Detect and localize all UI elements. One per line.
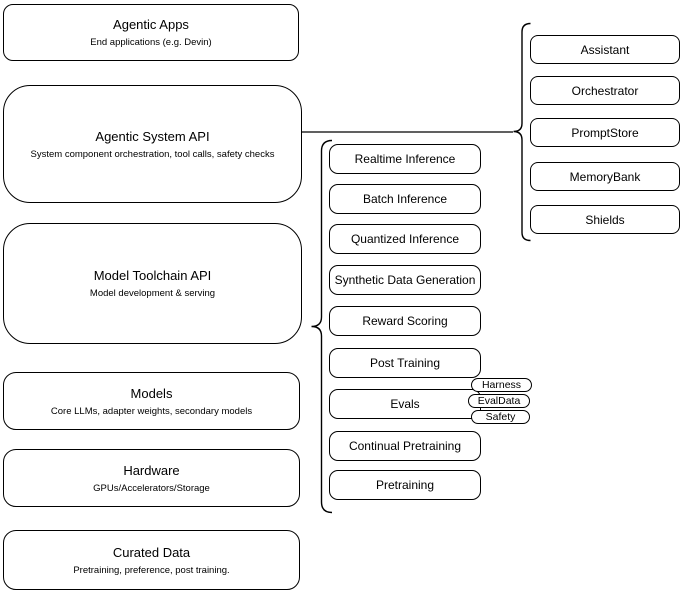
- system-component-promptstore: PromptStore: [530, 118, 680, 147]
- layer-title: Hardware: [123, 462, 180, 478]
- toolchain-service-post-training: Post Training: [329, 348, 481, 378]
- layer-subtitle: System component orchestration, tool cal…: [30, 148, 275, 160]
- toolchain-service-batch-inference: Batch Inference: [329, 184, 481, 214]
- system-component-orchestrator: Orchestrator: [530, 76, 680, 105]
- toolchain-service-realtime-inference: Realtime Inference: [329, 144, 481, 174]
- system-group-brace: [513, 22, 531, 242]
- system-component-memorybank: MemoryBank: [530, 162, 680, 191]
- layer-subtitle: Model development & serving: [89, 288, 216, 299]
- toolchain-service-reward-scoring: Reward Scoring: [329, 306, 481, 336]
- layer-title: Agentic System API: [95, 128, 210, 144]
- toolchain-service-quantized-inference: Quantized Inference: [329, 224, 481, 254]
- layer-title: Curated Data: [112, 544, 191, 560]
- layer-agentic-system-api: Agentic System API System component orch…: [3, 85, 302, 203]
- eval-tag-evaldata: EvalData: [468, 394, 530, 408]
- eval-tag-safety: Safety: [471, 410, 530, 424]
- toolchain-service-synthetic-data-generation: Synthetic Data Generation: [329, 265, 481, 295]
- eval-tag-harness: Harness: [471, 378, 532, 392]
- system-component-shields: Shields: [530, 205, 680, 234]
- layer-title: Models: [130, 385, 173, 401]
- layer-title: Model Toolchain API: [93, 268, 212, 283]
- layer-curated-data: Curated Data Pretraining, preference, po…: [3, 530, 300, 590]
- toolchain-service-evals: Evals: [329, 389, 481, 419]
- layer-subtitle: Core LLMs, adapter weights, secondary mo…: [50, 405, 253, 417]
- layer-agentic-apps: Agentic Apps End applications (e.g. Devi…: [3, 4, 299, 61]
- toolchain-service-pretraining: Pretraining: [329, 470, 481, 500]
- layer-subtitle: GPUs/Accelerators/Storage: [93, 482, 210, 494]
- layer-model-toolchain-api: Model Toolchain API Model development & …: [3, 223, 302, 344]
- toolchain-service-continual-pretraining: Continual Pretraining: [329, 431, 481, 461]
- layer-title: Agentic Apps: [113, 17, 189, 32]
- layer-subtitle: End applications (e.g. Devin): [90, 37, 212, 48]
- layer-hardware: Hardware GPUs/Accelerators/Storage: [3, 449, 300, 507]
- layer-models: Models Core LLMs, adapter weights, secon…: [3, 372, 300, 430]
- layer-subtitle: Pretraining, preference, post training.: [73, 564, 230, 576]
- system-component-assistant: Assistant: [530, 35, 680, 64]
